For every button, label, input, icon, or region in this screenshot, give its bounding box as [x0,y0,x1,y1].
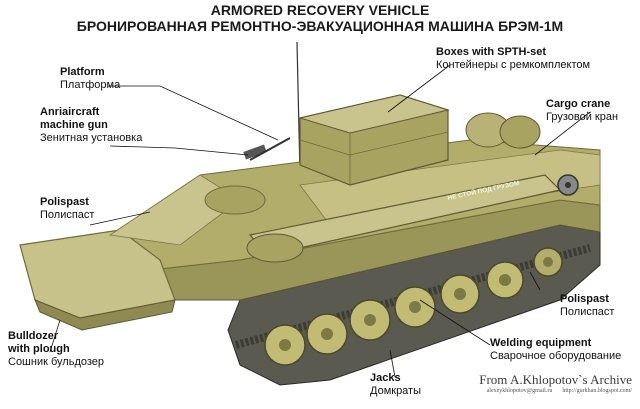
callout-crane: Cargo crane Грузовой кран [546,98,618,124]
credit-site: http://gurkhan.blogspot.com/ [562,388,632,394]
credit-contacts: alexeykhlopotov@gmail.ru http://gurkhan.b… [477,388,632,394]
cupola [205,186,265,214]
callout-bulldozer: Bulldozer with plough Сошник бульдозер [8,330,104,369]
callout-boxes: Boxes with SPTH-set Контейнеры с ремкомп… [436,46,590,72]
crane-base [247,234,303,262]
callout-platform: Platform Платформа [60,66,120,92]
credit-main: From A.Khlopotov`s Archive [477,372,632,388]
callout-polispast-right: Polispast Полиспаст [560,293,614,319]
callout-welding: Welding equipment Сварочное оборудование [490,337,621,363]
credit-email: alexeykhlopotov@gmail.ru [487,388,553,394]
archive-credit: From A.Khlopotov`s Archive alexeykhlopot… [477,372,632,394]
callout-polispast-left: Polispast Полиспаст [40,196,94,222]
callout-jacks: Jacks Домкраты [370,372,421,398]
cable-drum-2 [500,116,540,148]
callout-aa-gun: Anriaircraft machine gun Зенитная устано… [40,106,142,145]
